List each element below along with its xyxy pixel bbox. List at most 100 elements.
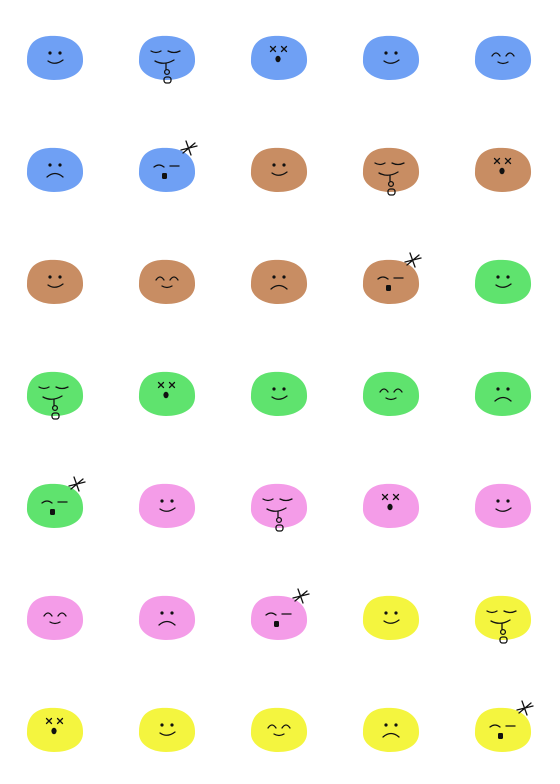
face-icon [26,371,84,420]
sticker-pink-hurt[interactable] [224,560,336,672]
sticker-brown-dizzy[interactable] [448,112,560,224]
blob-body [26,483,84,528]
eye-left [384,723,388,727]
mouth [50,509,55,515]
mouth [270,284,288,290]
sticker-blue-sad[interactable] [0,112,112,224]
sticker-blue-dizzy[interactable] [224,0,336,112]
blob-body [474,595,532,640]
eye-left [155,276,165,281]
eye-right [394,723,398,727]
mouth [498,733,503,739]
sticker-pink-happy[interactable] [0,560,112,672]
face-icon [138,140,198,192]
sticker-green-happy[interactable] [336,336,448,448]
eye-left [496,387,500,391]
sticker-yellow-smile[interactable] [336,560,448,672]
sticker-green-smile[interactable] [224,336,336,448]
eye-left [384,611,388,615]
sticker-brown-happy[interactable] [112,224,224,336]
sticker-brown-smile[interactable] [0,224,112,336]
mouth [382,732,400,738]
eye-right [167,50,181,54]
blob-body [362,259,420,304]
blob-body [474,35,532,80]
eye-left [374,162,386,166]
blob-body [250,483,308,528]
sticker-blue-smile[interactable] [0,0,112,112]
blob-body [138,259,196,304]
mouth [271,171,288,176]
scratch-mark-icon [404,252,422,268]
sticker-brown-smile[interactable] [224,112,336,224]
sticker-green-hurt[interactable] [0,448,112,560]
sticker-pink-drool[interactable] [224,448,336,560]
sticker-blue-hurt[interactable] [112,112,224,224]
sticker-pink-smile[interactable] [112,448,224,560]
face-icon [474,371,532,416]
drool-bubble-large [275,524,284,532]
sticker-yellow-smile[interactable] [112,672,224,784]
eye-left [262,498,274,502]
sticker-brown-drool[interactable] [336,112,448,224]
sticker-blue-drool[interactable] [112,0,224,112]
blob-body [138,147,196,192]
face-icon [250,371,308,416]
eye-right [281,724,291,729]
scratch-mark-icon [516,700,534,716]
drool-bubble [387,180,395,188]
sticker-blue-smile[interactable] [336,0,448,112]
eye-left [381,493,389,501]
face-icon [138,483,196,528]
mouth [42,395,63,400]
sticker-yellow-sad[interactable] [336,672,448,784]
sticker-yellow-hurt[interactable] [448,672,560,784]
blob-body [138,707,196,752]
mouth [385,397,397,401]
eye-left [272,275,276,279]
sticker-pink-smile[interactable] [448,448,560,560]
sticker-blue-happy[interactable] [448,0,560,112]
sticker-green-dizzy[interactable] [112,336,224,448]
drool-bubble [51,404,59,412]
face-icon [250,483,308,532]
eye-left [150,50,162,54]
drool-bubble-large [163,76,172,84]
sticker-brown-sad[interactable] [224,224,336,336]
blob-body [138,483,196,528]
eye-right [391,162,405,166]
face-icon [138,259,196,304]
mouth [49,621,61,625]
eye-right [170,611,174,615]
eye-left [48,51,52,55]
eye-right [393,388,403,393]
sticker-pink-dizzy[interactable] [336,448,448,560]
sticker-green-sad[interactable] [448,336,560,448]
face-icon [250,707,308,752]
face-icon [250,259,308,304]
sticker-green-drool[interactable] [0,336,112,448]
mouth [495,283,512,288]
eye-right [58,51,62,55]
sticker-pink-sad[interactable] [112,560,224,672]
blob-body [250,707,308,752]
eye-left [153,164,165,168]
eye-left [160,611,164,615]
mouth [383,59,400,64]
eye-right [392,493,400,501]
drool-bubble [163,68,171,76]
eye-left [379,388,389,393]
sticker-yellow-dizzy[interactable] [0,672,112,784]
face-icon [474,483,532,528]
eye-left [384,51,388,55]
mouth [275,55,281,63]
sticker-yellow-drool[interactable] [448,560,560,672]
mouth [490,619,511,624]
sticker-brown-hurt[interactable] [336,224,448,336]
eye-right [279,498,293,502]
sticker-yellow-happy[interactable] [224,672,336,784]
scratch-mark-icon [180,140,198,156]
blob-body [474,707,532,752]
sticker-green-smile[interactable] [448,224,560,336]
face-icon [26,147,84,192]
